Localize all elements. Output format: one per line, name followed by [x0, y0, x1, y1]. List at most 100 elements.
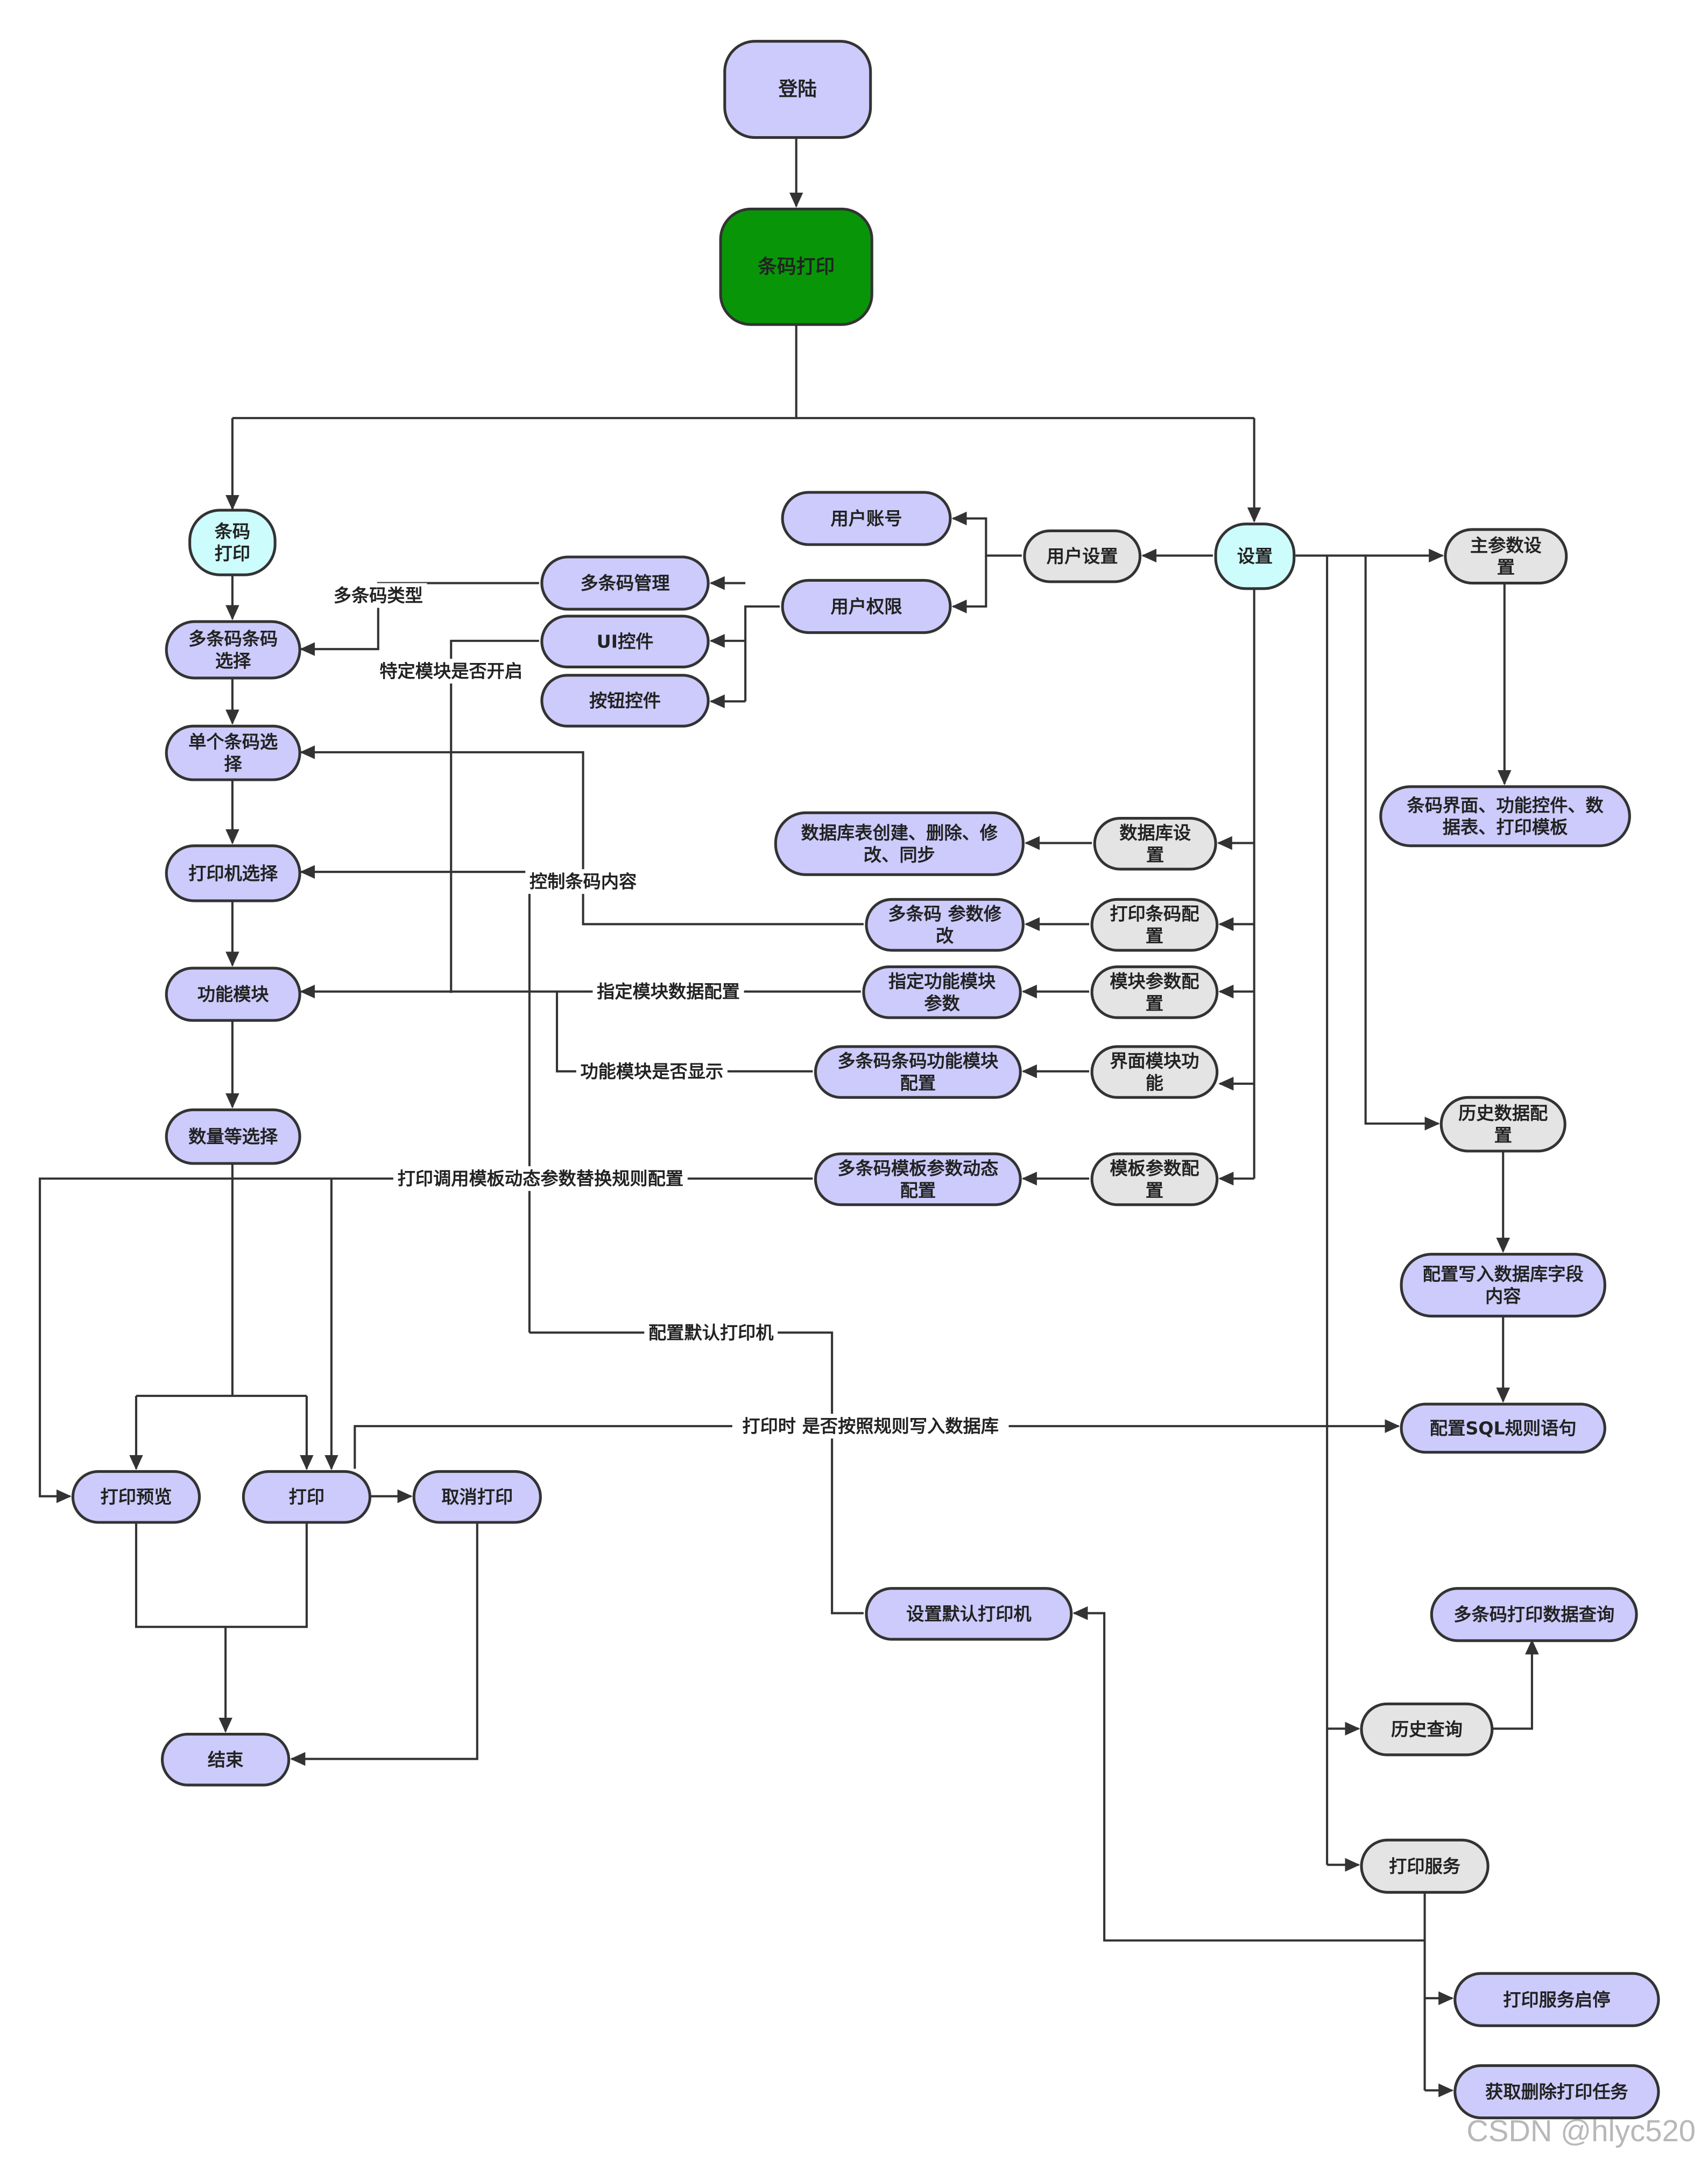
- edge-user-settings-to-permission: [951, 555, 987, 613]
- node-label: 多条码 参数修: [888, 904, 1002, 925]
- node-shape: [165, 844, 301, 902]
- node-shape: [165, 620, 301, 680]
- node-shape: [1439, 1096, 1566, 1153]
- node-print-service: 打印服务: [1360, 1838, 1490, 1894]
- node-shape: [1090, 1045, 1219, 1099]
- edge-param-modify-to-single: [300, 745, 864, 926]
- node-shape: [781, 578, 952, 634]
- node-label: 指定功能模块: [888, 971, 996, 992]
- node-main-params-items: 条码界面、功能控件、数据表、打印模板: [1379, 785, 1631, 848]
- node-shape: [1214, 523, 1296, 590]
- edge-label-bg: [576, 1059, 728, 1084]
- edge-label-module-data-config: 指定模块数据配置: [597, 981, 740, 1002]
- node-label: 配置: [900, 1180, 936, 1201]
- node-label: 用户权限: [831, 596, 903, 617]
- node-label: 置: [1494, 1125, 1512, 1146]
- node-shape: [188, 509, 277, 576]
- edge-label-bg: [375, 659, 527, 684]
- node-button-control: 按钮控件: [540, 674, 710, 728]
- node-end: 结束: [161, 1732, 291, 1787]
- node-label: 设置: [1237, 546, 1273, 567]
- node-shape: [1360, 1838, 1490, 1894]
- node-label: 按钮控件: [589, 690, 661, 711]
- edge-label-control-content: 控制条码内容: [530, 871, 637, 892]
- node-label: 置: [1497, 557, 1515, 578]
- node-label: 改、同步: [864, 844, 935, 865]
- node-label: 取消打印: [441, 1486, 513, 1507]
- node-label: 多条码条码: [188, 629, 278, 650]
- edge-label-bg: [644, 1320, 778, 1345]
- node-multi-print-query: 多条码打印数据查询: [1430, 1587, 1638, 1642]
- node-quantity-select: 数量等选择: [165, 1108, 301, 1165]
- node-label: 配置: [900, 1073, 936, 1093]
- node-label: 打印机选择: [188, 863, 278, 884]
- node-shape: [1444, 528, 1568, 585]
- node-db-table-ops: 数据库表创建、删除、修改、同步: [774, 811, 1025, 876]
- node-label: 数量等选择: [188, 1126, 278, 1147]
- node-service-start-stop: 打印服务启停: [1453, 1972, 1660, 2027]
- edge-cancel-to-end: [290, 1522, 478, 1766]
- node-label: 主参数设: [1470, 535, 1542, 556]
- node-shape: [1453, 1972, 1660, 2027]
- node-label: 多条码条码功能模块: [837, 1050, 999, 1071]
- node-shape: [1090, 1152, 1219, 1207]
- node-shape: [540, 615, 710, 668]
- node-settings: 设置: [1214, 523, 1296, 590]
- node-label: 模块参数配: [1110, 971, 1199, 992]
- node-shape: [71, 1470, 201, 1524]
- node-shape: [540, 674, 710, 728]
- edge-label-bg: [732, 1414, 1009, 1439]
- node-shape: [781, 491, 952, 546]
- node-label: 获取删除打印任务: [1485, 2081, 1629, 2102]
- node-label: 历史查询: [1391, 1719, 1463, 1740]
- node-label: 打印条码配: [1110, 904, 1199, 925]
- node-label: 数据库表创建、删除、修: [801, 822, 998, 843]
- node-label: 多条码管理: [580, 573, 669, 594]
- edge-label-multi-barcode-type: 多条码类型: [334, 585, 423, 606]
- node-label: 配置写入数据库字段: [1423, 1264, 1584, 1285]
- node-label: 多条码模板参数动态: [837, 1158, 998, 1179]
- node-label: 功能模块: [197, 984, 270, 1005]
- edge-control-content-to-printer: [300, 865, 531, 1333]
- edge-label-bg: [525, 869, 641, 894]
- edge-label-bg: [592, 979, 744, 1004]
- node-label: 配置SQL规则语句: [1430, 1417, 1577, 1438]
- node-label: 改: [936, 926, 954, 947]
- edge-preview-print-merge: [135, 1522, 308, 1628]
- node-shape: [165, 724, 301, 781]
- edge-print-service-to-default-printer: [1072, 1606, 1425, 1942]
- edge-manage-to-multi-select: [300, 582, 539, 656]
- node-shape: [1379, 785, 1631, 848]
- node-shape: [1400, 1253, 1606, 1318]
- node-label: 择: [224, 753, 243, 774]
- node-print: 打印: [242, 1470, 371, 1524]
- node-shape: [165, 1108, 301, 1165]
- edge-label-default-printer-config: 配置默认打印机: [648, 1322, 774, 1343]
- node-label: 用户设置: [1047, 546, 1118, 567]
- node-label: 置: [1146, 844, 1164, 865]
- node-label: 能: [1146, 1073, 1163, 1093]
- node-shape: [1453, 2064, 1660, 2120]
- edge-label-write-db-rule: 打印时 是否按照规则写入数据库: [742, 1416, 999, 1437]
- node-shape: [862, 965, 1022, 1019]
- edge-print-to-sql: [354, 1419, 1400, 1469]
- node-shape: [865, 898, 1025, 952]
- edge-permission-bracket: [744, 605, 780, 702]
- node-label: 数据库设: [1119, 822, 1191, 843]
- edge-labels: 多条码类型特定模块是否开启控制条码内容指定模块数据配置功能模块是否显示打印调用模…: [329, 583, 1009, 1439]
- edge-history-query-to-multi-query: [1492, 1639, 1539, 1730]
- node-label: 结束: [208, 1749, 244, 1770]
- node-shape: [814, 1152, 1022, 1207]
- node-label: 打印服务: [1389, 1855, 1461, 1876]
- node-ui-control: UI控件: [540, 615, 710, 668]
- node-user-account: 用户账号: [781, 491, 952, 546]
- edge-label-module-visible: 功能模块是否显示: [580, 1061, 723, 1082]
